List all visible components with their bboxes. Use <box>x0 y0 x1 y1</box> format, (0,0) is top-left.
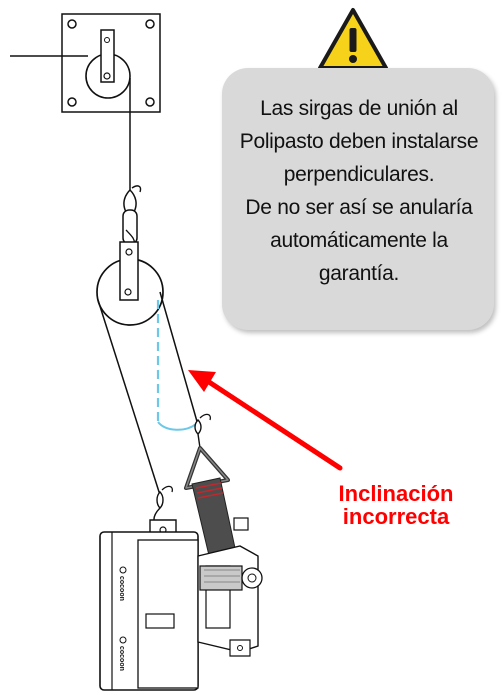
hoist-winch: cocoon cocoon <box>99 517 263 691</box>
incorrect-inclination-arrow <box>188 370 343 471</box>
right-sling-cable <box>159 291 199 426</box>
warning-triangle-icon <box>318 8 388 70</box>
warning-message: Las sirgas de unión al Polipasto deben i… <box>226 92 492 290</box>
warning-line: perpendiculares. <box>283 163 435 186</box>
warning-line: garantía. <box>318 262 400 285</box>
right-sling-hook <box>194 413 212 449</box>
winch-brand-mark: cocoon <box>118 576 125 601</box>
warning-callout <box>222 68 494 330</box>
upper-shackle <box>122 185 142 247</box>
label-line: incorrecta <box>342 504 450 529</box>
warning-line: De no ser así se anularía <box>245 196 473 219</box>
warning-line: Polipasto deben instalarse <box>239 130 479 153</box>
label-line: Inclinación <box>338 481 454 506</box>
warning-line: Las sirgas de unión al <box>260 97 458 120</box>
winch-brand-mark-lower: cocoon <box>118 646 125 671</box>
left-sling-cable <box>97 299 161 496</box>
top-pulley <box>85 29 131 99</box>
lower-pulley <box>96 241 164 326</box>
incorrect-inclination-label: Inclinación incorrecta <box>306 482 486 528</box>
warning-line: automáticamente la <box>270 229 448 252</box>
correct-cable-reference <box>156 300 197 431</box>
